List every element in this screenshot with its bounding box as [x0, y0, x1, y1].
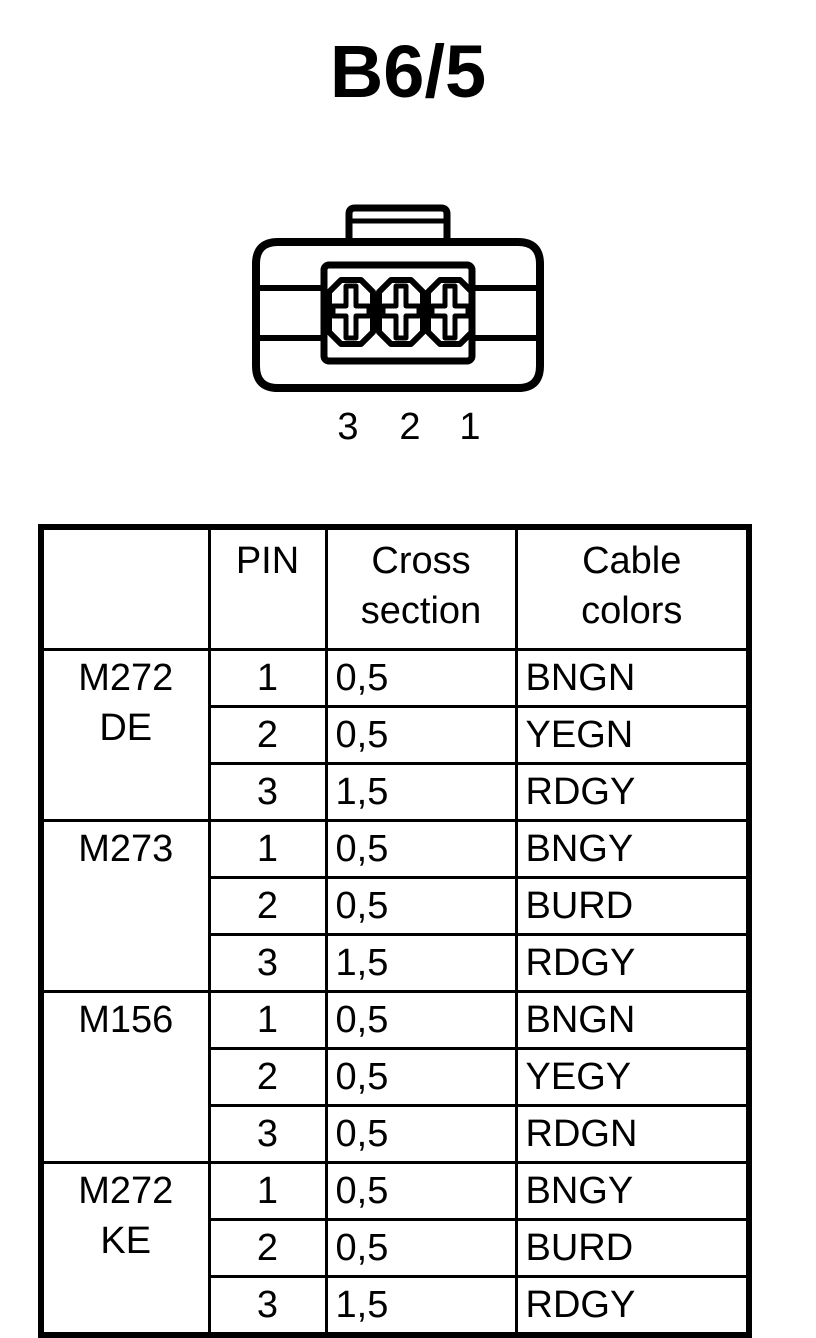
cell-color: BNGN [514, 648, 751, 708]
cell-color: RDGY [514, 1275, 751, 1337]
header-pin: PIN [207, 525, 328, 651]
table-row: 2 0,5 BURD [41, 1218, 751, 1278]
cell-pin: 2 [207, 876, 328, 936]
cell-pin: 3 [207, 1275, 328, 1337]
pin-terminal-3 [330, 283, 372, 341]
header-cable-colors: Cable colors [514, 525, 751, 651]
table-row: M273 1 0,5 BNGY [39, 819, 751, 993]
cell-cross: 0,5 [324, 1047, 518, 1107]
cell-color: BNGN [514, 990, 751, 1050]
cell-color: YEGY [514, 1047, 751, 1107]
cell-pin: 3 [207, 762, 328, 822]
cell-color: BURD [514, 876, 751, 936]
connector-pin-label-2: 2 [399, 406, 421, 448]
group-label: M156 [39, 990, 211, 1164]
cell-pin: 1 [207, 1161, 328, 1221]
cell-cross: 1,5 [324, 762, 518, 822]
pin-cavity-1 [425, 277, 475, 347]
cell-pin: 2 [207, 1218, 328, 1278]
cell-pin: 3 [207, 933, 328, 993]
cell-cross: 0,5 [324, 1161, 518, 1221]
table-row: 2 0,5 BURD [41, 876, 751, 936]
connector-pin-labels: 3 2 1 [228, 405, 588, 453]
cell-pin: 2 [207, 705, 328, 765]
connector-latch-tab [345, 204, 451, 246]
cell-cross: 1,5 [324, 933, 518, 993]
pin-cavity-2 [376, 277, 426, 347]
table-row: 3 0,5 RDGN [41, 1104, 751, 1164]
cell-cross: 1,5 [324, 1275, 518, 1337]
cell-pin: 1 [207, 990, 328, 1050]
pin-cavity-3 [326, 277, 376, 347]
cell-pin: 1 [207, 648, 328, 708]
header-group [39, 525, 211, 651]
cell-pin: 3 [207, 1104, 328, 1164]
cell-cross: 0,5 [324, 990, 518, 1050]
cell-cross: 0,5 [324, 819, 518, 879]
pin-assignment-table: PIN Cross section Cable colors M272 DE 1… [38, 524, 752, 1338]
table-header-row: PIN Cross section Cable colors [39, 525, 751, 651]
cell-color: BURD [514, 1218, 751, 1278]
connector-body [252, 238, 544, 392]
cell-pin: 2 [207, 1047, 328, 1107]
cell-color: RDGY [514, 762, 751, 822]
table-row: M272 DE 1 0,5 BNGN [39, 648, 751, 822]
table-row: 2 0,5 YEGN [41, 705, 751, 765]
cell-color: YEGN [514, 705, 751, 765]
cell-color: RDGY [514, 933, 751, 993]
connector-svg [252, 204, 544, 392]
cell-color: BNGY [514, 1161, 751, 1221]
table-row: M272 KE 1 0,5 BNGY [39, 1161, 751, 1337]
connector-pin-label-3: 3 [337, 406, 359, 448]
pin-terminal-2 [380, 283, 422, 341]
cell-color: BNGY [514, 819, 751, 879]
cell-cross: 0,5 [324, 1104, 518, 1164]
connector-diagram [228, 180, 588, 460]
group-label: M273 [39, 819, 211, 993]
cell-cross: 0,5 [324, 648, 518, 708]
cell-cross: 0,5 [324, 876, 518, 936]
header-cross-section: Cross section [324, 525, 518, 651]
page-title: B6/5 [329, 30, 487, 113]
group-label: M272 KE [39, 1161, 211, 1337]
table-row: 3 1,5 RDGY [41, 762, 751, 822]
pin-terminal-1 [429, 283, 471, 341]
connector-pin-label-1: 1 [459, 406, 481, 448]
cell-color: RDGN [514, 1104, 751, 1164]
table-row: M156 1 0,5 BNGN [39, 990, 751, 1164]
table-row: 3 1,5 RDGY [41, 933, 751, 993]
group-label: M272 DE [39, 648, 211, 822]
table-row: 2 0,5 YEGY [41, 1047, 751, 1107]
cell-pin: 1 [207, 819, 328, 879]
cell-cross: 0,5 [324, 705, 518, 765]
cell-cross: 0,5 [324, 1218, 518, 1278]
